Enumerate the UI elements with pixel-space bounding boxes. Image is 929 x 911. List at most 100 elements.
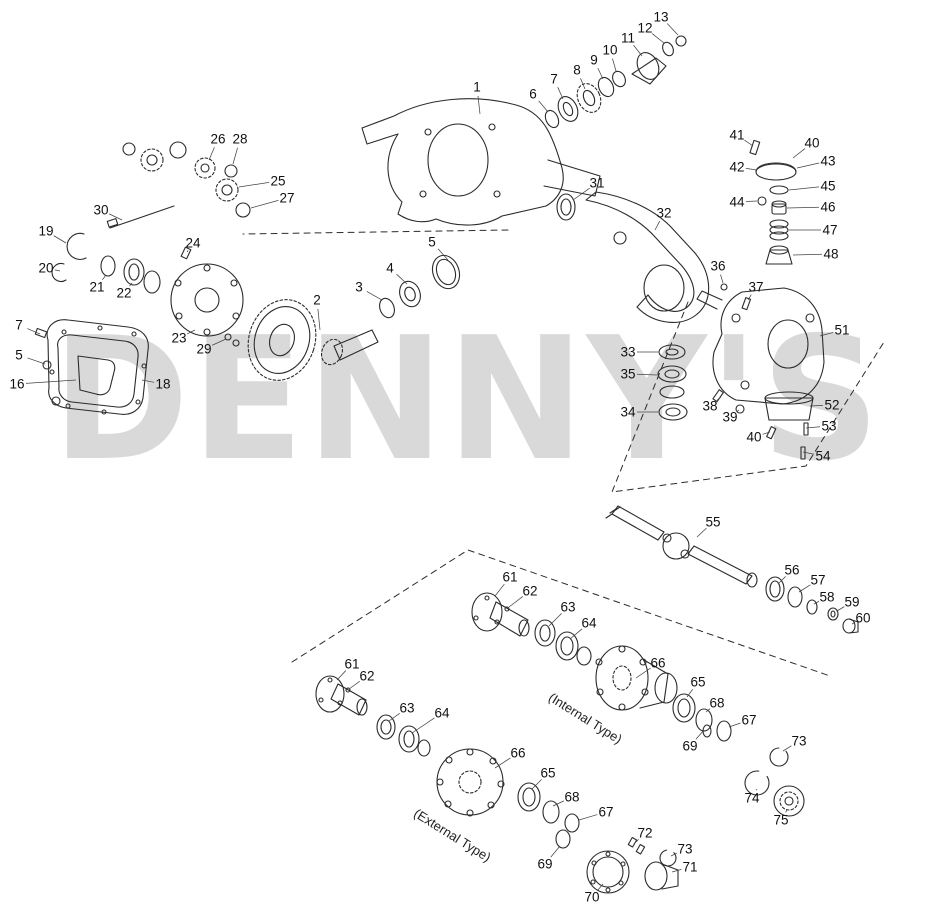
part-number-callout: 68 — [564, 790, 579, 805]
callout-leader-line — [695, 729, 705, 740]
part-number-callout: 6 — [529, 87, 537, 102]
callout-leader-line — [477, 95, 481, 115]
part-number-callout: 5 — [15, 348, 23, 363]
callout-leader-line — [388, 712, 400, 722]
internal-type-label: (Internal Type) — [546, 690, 625, 747]
callout-leader-line — [250, 200, 279, 209]
callout-leader-line — [366, 291, 383, 301]
part-number-callout: 23 — [171, 331, 186, 346]
part-number-callout: 26 — [210, 132, 225, 147]
part-number-callout: 63 — [399, 701, 414, 716]
part-number-callout: 38 — [702, 399, 717, 414]
callout-leader-line — [671, 869, 682, 873]
callout-leader-line — [27, 357, 46, 365]
part-number-callout: 52 — [824, 398, 839, 413]
callout-leader-line — [635, 667, 651, 679]
part-number-callout: 66 — [650, 656, 665, 671]
ring-gear-and-pinion — [247, 254, 461, 381]
callout-leader-line — [744, 139, 754, 147]
callout-leader-line — [762, 431, 771, 435]
part-number-callout: 55 — [705, 515, 720, 530]
part-number-callout: 71 — [682, 860, 697, 875]
differential-case — [170, 263, 244, 347]
callout-leader-line — [186, 329, 196, 335]
callout-leader-line — [552, 800, 565, 807]
part-number-callout: 36 — [710, 259, 725, 274]
part-number-callout: 67 — [598, 805, 613, 820]
part-number-callout: 20 — [38, 261, 53, 276]
part-number-callout: 27 — [279, 191, 294, 206]
part-number-callout: 8 — [573, 63, 581, 78]
callout-leader-line — [27, 328, 41, 335]
callout-leader-line — [809, 405, 824, 407]
callout-leader-line — [348, 680, 360, 690]
callout-leader-line — [411, 717, 435, 734]
part-number-callout: 12 — [637, 21, 652, 36]
carrier-rings — [51, 232, 192, 294]
callout-leader-line — [129, 282, 133, 287]
part-number-callout: 65 — [690, 675, 705, 690]
callout-leader-line — [186, 250, 189, 253]
callout-leader-line — [508, 596, 524, 608]
callout-leader-line — [851, 621, 856, 625]
part-number-callout: 60 — [855, 611, 870, 626]
part-number-callout: 51 — [834, 323, 849, 338]
callout-leader-line — [670, 852, 678, 857]
part-number-callout: 43 — [820, 154, 835, 169]
callout-leader-line — [569, 628, 583, 640]
callout-leader-line — [651, 33, 665, 44]
callout-leader-line — [745, 200, 758, 202]
part-number-callout: 62 — [359, 669, 374, 684]
callout-leader-line — [805, 426, 821, 429]
callout-leader-line — [232, 147, 238, 165]
part-number-callout: 61 — [502, 570, 517, 585]
differential-gears — [106, 141, 251, 229]
callout-leader-line — [785, 809, 788, 813]
callout-leader-line — [396, 273, 408, 285]
pinion-parts — [544, 35, 687, 129]
callout-leader-line — [494, 583, 505, 597]
part-number-callout: 16 — [9, 377, 24, 392]
callout-leader-line — [538, 100, 549, 113]
callout-leader-line — [635, 839, 639, 843]
part-number-callout: 10 — [602, 43, 617, 58]
callout-leader-line — [720, 274, 724, 284]
callout-leader-line — [25, 379, 77, 384]
part-number-callout: 22 — [116, 286, 131, 301]
part-number-callout: 64 — [434, 706, 450, 721]
part-number-callout: 75 — [773, 813, 788, 828]
hub-assembly-external — [315, 675, 679, 894]
callout-leader-line — [654, 220, 661, 231]
part-number-callout: 63 — [560, 600, 575, 615]
part-number-callout: 47 — [822, 223, 837, 238]
callout-leader-line — [782, 745, 792, 752]
part-number-callout: 40 — [804, 136, 819, 151]
callout-leader-line — [557, 87, 564, 100]
part-number-callout: 59 — [844, 595, 859, 610]
part-number-callout: 21 — [89, 280, 104, 295]
part-number-callout: 39 — [722, 410, 737, 425]
callout-leader-line — [578, 814, 598, 821]
callout-leader-line — [53, 235, 67, 244]
part-number-callout: 29 — [196, 342, 211, 357]
callout-leader-line — [550, 845, 561, 858]
callout-leader-line — [548, 613, 562, 627]
part-number-callout: 65 — [540, 766, 555, 781]
part-number-callout: 5 — [428, 235, 436, 250]
part-number-callout: 48 — [823, 247, 838, 262]
part-number-callout: 37 — [748, 280, 763, 295]
callout-leader-line — [716, 396, 722, 401]
callout-leader-line — [792, 148, 806, 159]
callout-leader-line — [238, 181, 270, 188]
callout-leader-line — [108, 213, 123, 221]
callout-leader-line — [494, 757, 511, 769]
part-number-callout: 1 — [473, 80, 481, 95]
callout-leader-line — [437, 248, 449, 261]
callout-leader-line — [788, 186, 820, 191]
part-number-callout: 69 — [682, 739, 697, 754]
part-number-callout: 56 — [784, 563, 799, 578]
part-number-callout: 11 — [621, 31, 635, 46]
part-number-callout: 33 — [620, 345, 635, 360]
